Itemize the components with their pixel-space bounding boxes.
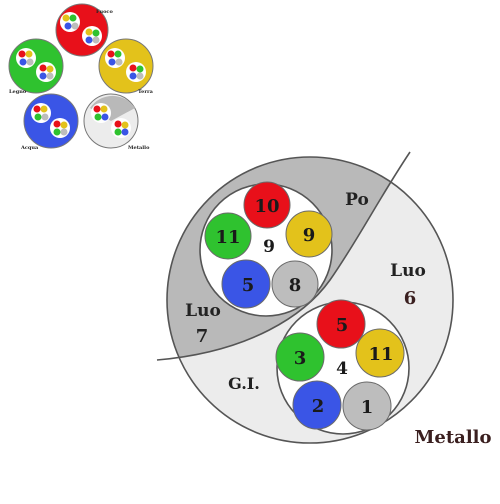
thumb-element-terra: Terra [98,38,154,95]
upper-circle-red: 10 [243,181,291,229]
thumb-label-fuoco: Fuoco [96,9,113,15]
upper-ring-circles: 10 9 8 5 11 9 [204,181,333,309]
lower-circle-green: 3 [275,332,325,382]
lower-circle-red: 5 [316,299,366,349]
upper-circle-gray-label: 8 [289,275,302,296]
lower-circle-blue-label: 2 [312,396,325,417]
label-po: Po [345,190,369,210]
thumb-label-terra: Terra [138,89,154,95]
upper-circle-green-label: 11 [215,227,240,248]
label-luo-right-word: Luo [390,261,426,281]
division-curve [156,151,411,361]
lower-circle-green-label: 3 [294,348,307,369]
thumb-element-fuoco: Fuoco [55,3,113,57]
thumb-label-metallo: Metallo [128,145,150,151]
label-luo-left-word: Luo [185,301,221,321]
main-diagram: 10 9 8 5 11 9 5 [156,151,492,448]
upper-circle-blue-label: 5 [242,275,255,296]
upper-circle-blue: 5 [221,259,271,309]
thumb-element-metallo: Metallo [83,93,150,151]
upper-circle-yellow: 9 [285,210,333,258]
thumb-element-legno: Legno [8,38,64,95]
thumb-element-acqua: Acqua [20,93,79,151]
upper-circle-gray: 8 [271,260,319,308]
lower-ring-center-number: 4 [336,359,348,379]
label-metallo: Metallo [414,427,491,448]
thumbnail-five-elements: Fuoco Terra Metallo [8,3,154,151]
lower-circle-yellow-label: 11 [368,344,393,365]
lower-circle-red-label: 5 [336,315,349,336]
lower-ring-circles: 5 11 1 2 3 4 [275,299,405,431]
thumb-label-acqua: Acqua [20,145,39,151]
label-luo-right-num: 6 [404,288,417,309]
lower-circle-gray: 1 [342,381,392,431]
lower-circle-gray-label: 1 [361,397,374,418]
label-luo-left-num: 7 [196,326,209,347]
upper-ring-center-number: 9 [263,237,275,257]
upper-circle-green: 11 [204,212,252,260]
upper-circle-yellow-label: 9 [303,225,316,246]
lower-circle-yellow: 11 [355,328,405,378]
thumb-label-legno: Legno [9,89,27,95]
label-gi: G.I. [228,374,260,393]
lower-circle-blue: 2 [292,380,342,430]
upper-circle-red-label: 10 [254,196,279,217]
